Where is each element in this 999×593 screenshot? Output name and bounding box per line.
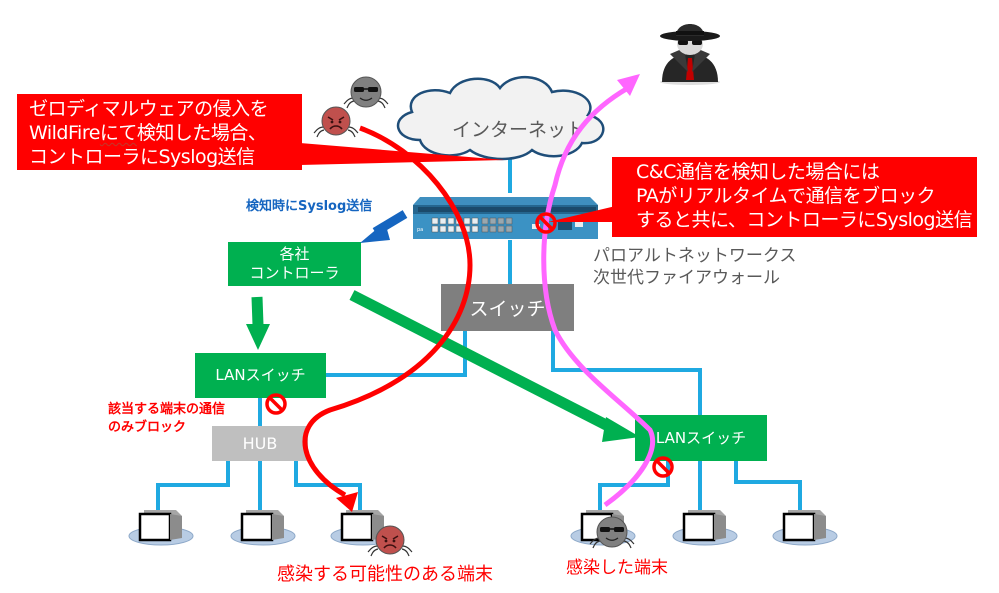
lan-switch-left-label: LANスイッチ — [215, 366, 306, 384]
controller-line1: 各社 — [279, 245, 310, 263]
cnc-communication-path — [541, 85, 656, 508]
internet-label: インターネット — [452, 119, 586, 141]
link-lanright-pc3 — [734, 460, 802, 510]
lan-switch-left[interactable]: LANスイッチ — [195, 353, 326, 398]
cnc-arrow-head-icon — [617, 74, 640, 96]
arrow-head-down-icon — [246, 324, 270, 350]
sunglasses-malware-bug-icon — [590, 517, 634, 548]
callout-left-line1: ゼロディマルウェアの侵入を — [29, 98, 269, 120]
hub-label: HUB — [242, 434, 278, 453]
arrow-head-right-icon — [602, 417, 640, 442]
block-note: 該当する端末の通信 のみブロック — [108, 401, 225, 437]
lan-switch-right-label: LANスイッチ — [655, 428, 747, 447]
firewall-label-line1: パロアルトネットワークス — [593, 246, 797, 266]
link-hub-pc1 — [156, 460, 230, 510]
hacker-spy-icon — [660, 24, 720, 85]
syslog-arrow-head-icon — [360, 222, 390, 243]
svg-text:pa: pa — [417, 227, 423, 233]
core-switch-label: スイッチ — [469, 298, 546, 320]
callout-right-tail — [548, 205, 620, 222]
callout-right-line1: C&C通信を検知した場合には — [636, 161, 880, 183]
syslog-label: 検知時にSyslog送信 — [246, 199, 373, 214]
link-switch-lanright — [551, 330, 702, 417]
callout-left: ゼロディマルウェアの侵入を WildFireにて検知した場合、 コントローラにS… — [17, 94, 302, 170]
infected-possible-label: 感染する可能性のある端末 — [277, 564, 493, 585]
spell-underline-text: にて — [99, 122, 138, 144]
callout-left-line3: コントローラにSyslog送信 — [29, 146, 255, 168]
callout-left-line2-rest: 検知した場合、 — [136, 122, 267, 144]
controller-box[interactable]: 各社 コントローラ — [228, 242, 361, 286]
callout-right-line2: PAがリアルタイムで通信をブロック — [636, 185, 936, 207]
arrow-controller-lanleft — [251, 296, 264, 326]
angry-malware-bug-icon — [314, 107, 358, 137]
callout-left-tail — [300, 143, 505, 165]
callout-left-line2: WildFireにて検知した場合、 — [29, 121, 292, 145]
arrow-controller-lanright — [349, 290, 615, 433]
callout-right-line3: すると共に、コントローラにSyslog送信 — [636, 209, 973, 231]
malware-arrow-head-icon — [336, 492, 358, 512]
controller-line2: コントローラ — [249, 264, 340, 282]
angry-malware-bug-icon — [368, 526, 412, 556]
lan-switch-right[interactable]: LANスイッチ — [635, 415, 767, 461]
firewall-label-line2: 次世代ファイアウォール — [593, 268, 780, 288]
block-note-line2: のみブロック — [108, 420, 187, 435]
callout-right: C&C通信を検知した場合には PAがリアルタイムで通信をブロック すると共に、コ… — [612, 157, 977, 237]
link-switch-lanleft — [325, 330, 467, 377]
malware-intrusion-path — [302, 125, 473, 498]
infected-terminal-label: 感染した端末 — [566, 558, 668, 578]
firewall-label: パロアルトネットワークス 次世代ファイアウォール — [593, 245, 796, 289]
sunglasses-malware-bug-icon — [344, 77, 388, 108]
block-note-line1: 該当する端末の通信 — [108, 402, 226, 417]
wildfire-text: WildFire — [29, 122, 100, 144]
hub-box[interactable]: HUB — [212, 426, 308, 461]
